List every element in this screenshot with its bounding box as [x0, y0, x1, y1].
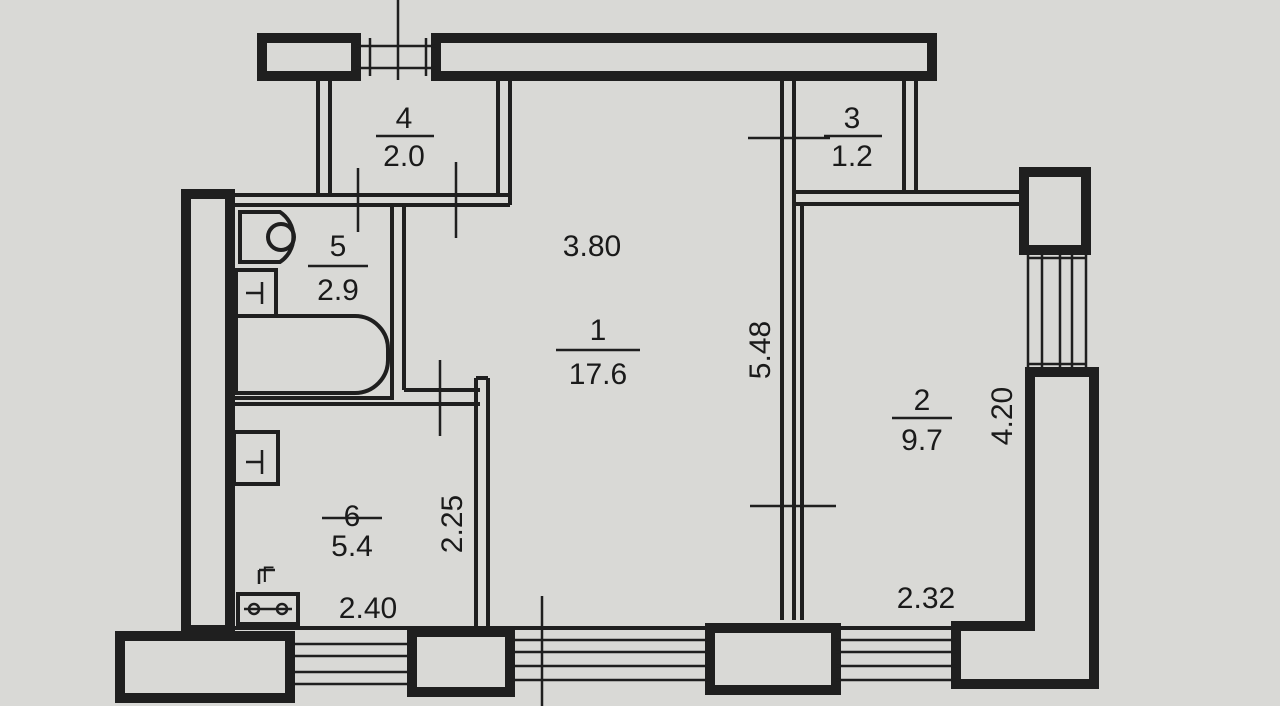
room-number: 3	[844, 102, 861, 135]
room-area: 17.6	[569, 358, 627, 391]
room-6-outline	[232, 376, 490, 628]
dimension-room2-length: 4.20	[986, 387, 1019, 445]
kitchen-sink-icon	[232, 430, 280, 486]
room-area: 1.2	[831, 140, 873, 173]
room-label-4: 4 2.0	[376, 102, 434, 173]
room-area: 2.0	[383, 140, 425, 173]
room-5-outline	[230, 205, 480, 630]
room-number: 6	[344, 500, 361, 533]
room-number: 5	[330, 230, 347, 263]
dimension-room2-width: 2.32	[897, 582, 955, 615]
room-number: 2	[914, 384, 931, 417]
stove-label: Г	[262, 562, 274, 587]
right-wall	[951, 167, 1099, 689]
room-label-1: 1 17.6	[556, 314, 640, 391]
room-label-5: 5 2.9	[308, 230, 368, 307]
bathtub-icon	[234, 314, 390, 395]
partition-walls	[540, 80, 1022, 706]
room-4-outline	[230, 80, 512, 238]
dimension-room6-length: 2.25	[436, 495, 469, 553]
dimension-room1-length: 5.48	[744, 321, 777, 379]
room-label-3: 3 1.2	[824, 102, 882, 173]
room-area: 2.9	[317, 274, 359, 307]
bottom-wall	[230, 623, 956, 697]
room-number: 4	[396, 102, 413, 135]
top-wall	[257, 0, 937, 81]
room-number: 1	[590, 314, 607, 347]
room-area: 9.7	[901, 424, 943, 457]
dimension-room1-width: 3.80	[563, 230, 621, 263]
dimension-room6-width: 2.40	[339, 592, 397, 625]
room-label-6: 6 5.4	[322, 500, 382, 563]
room-area: 5.4	[331, 530, 373, 563]
stove-icon	[236, 592, 300, 626]
room-label-2: 2 9.7	[892, 384, 952, 457]
